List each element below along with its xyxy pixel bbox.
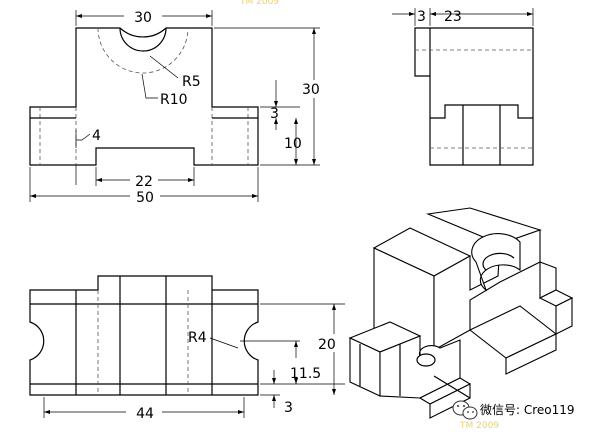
top-view: R4 20 11.5 3 44 bbox=[29, 275, 345, 422]
dim-width-top: 30 bbox=[134, 10, 152, 26]
dim-total-width: 50 bbox=[136, 190, 154, 206]
dim-top-width: 44 bbox=[136, 406, 154, 422]
dim-slot-depth: 4 bbox=[92, 128, 101, 144]
isometric-view bbox=[348, 207, 574, 419]
dim-top-radius: R4 bbox=[188, 330, 207, 346]
dim-top-hole-offset: 11.5 bbox=[290, 366, 321, 382]
dim-top-depth: 20 bbox=[318, 337, 336, 353]
dim-side-height: 10 bbox=[284, 136, 302, 152]
dim-height-total: 30 bbox=[302, 82, 320, 98]
dim-radius-small: R5 bbox=[182, 74, 201, 90]
yellow-label-bottom: TM 2009 bbox=[459, 421, 499, 431]
side-view: 3 23 bbox=[392, 8, 534, 166]
dim-side-right: 23 bbox=[444, 9, 462, 25]
wechat-icon bbox=[452, 400, 478, 420]
dim-slot-width: 22 bbox=[135, 174, 153, 190]
watermark-text: 微信号: Creo119 bbox=[480, 403, 575, 417]
watermark: 微信号: Creo119 bbox=[452, 400, 575, 420]
dim-side-left: 3 bbox=[417, 9, 426, 25]
dim-radius-large: R10 bbox=[160, 92, 188, 108]
dim-step: 3 bbox=[270, 106, 279, 122]
front-view: 30 R5 R10 30 3 10 4 22 bbox=[29, 10, 320, 206]
yellow-label-top: TM 2009 bbox=[239, 0, 279, 7]
dim-top-bottom: 3 bbox=[284, 400, 293, 416]
